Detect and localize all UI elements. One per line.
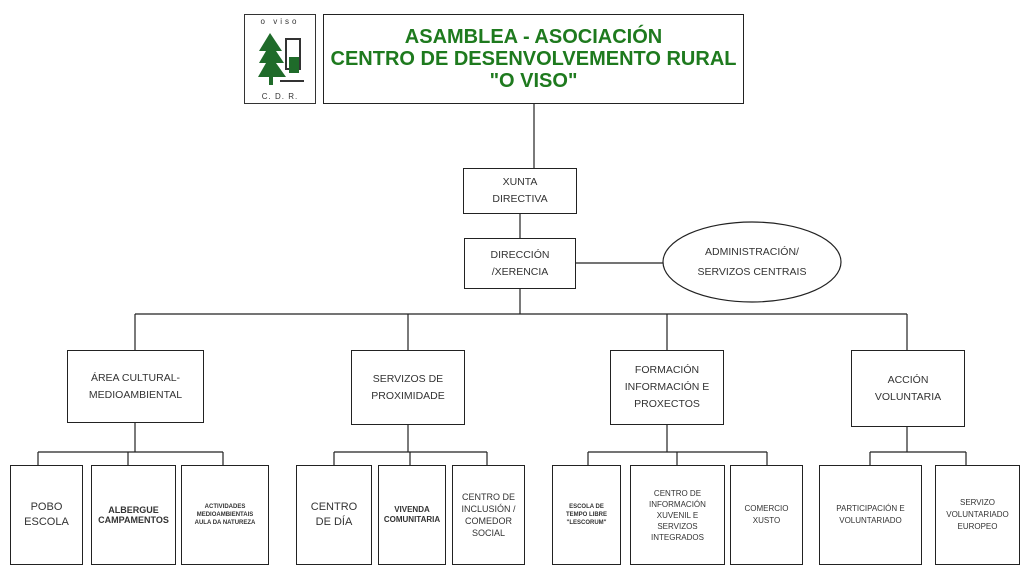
escola-tempo-libre-node: ESCOLA DE TEMPO LIBRE "LESCORUM" [552, 465, 621, 565]
centro-informacion-xuvenil-node: CENTRO DE INFORMACIÓN XUVENIL E SERVIZOS… [630, 465, 725, 565]
logo-bottom-text: C. D. R. [261, 92, 299, 101]
accion-voluntaria-node: ACCIÓN VOLUNTARIA [851, 350, 965, 427]
header-box: ASAMBLEA - ASOCIACIÓN CENTRO DE DESENVOL… [323, 14, 744, 104]
servizo-voluntariado-node: SERVIZO VOLUNTARIADO EUROPEO [935, 465, 1020, 565]
header-line1: ASAMBLEA - ASOCIACIÓN [404, 26, 663, 48]
actividades-node: ACTIVIDADES MEDIOAMBIENTAIS AULA DA NATU… [181, 465, 269, 565]
xunta-directiva-node: XUNTA DIRECTIVA [463, 168, 577, 214]
vivenda-comunitaria-node: VIVENDA COMUNITARIA [378, 465, 446, 565]
direccion-node: DIRECCIÓN /XERENCIA [464, 238, 576, 289]
logo-top-text: o viso [260, 17, 300, 26]
tree-house-icon [258, 33, 304, 85]
cdr-logo: o viso C. D. R. [244, 14, 316, 104]
header-line3: "O VISO" [489, 70, 578, 92]
centro-inclusion-node: CENTRO DE INCLUSIÓN / COMEDOR SOCIAL [452, 465, 525, 565]
participacion-node: PARTICIPACIÓN E VOLUNTARIADO [819, 465, 922, 565]
pobo-escola-node: POBO ESCOLA [10, 465, 83, 565]
comercio-xusto-node: COMERCIO XUSTO [730, 465, 803, 565]
centro-de-dia-node: CENTRO DE DÍA [296, 465, 372, 565]
albergue-node: ALBERGUE CAMPAMENTOS [91, 465, 176, 565]
header-line2: CENTRO DE DESENVOLVEMENTO RURAL [330, 48, 737, 70]
administracion-node: ADMINISTRACIÓN/ SERVIZOS CENTRAIS [697, 246, 807, 278]
administracion-ellipse [662, 221, 842, 303]
servizos-proximidade-node: SERVIZOS DE PROXIMIDADE [351, 350, 465, 425]
area-cultural-node: ÁREA CULTURAL- MEDIOAMBIENTAL [67, 350, 204, 423]
connector-lines [37, 104, 967, 465]
formacion-node: FORMACIÓN INFORMACIÓN E PROXECTOS [610, 350, 724, 425]
